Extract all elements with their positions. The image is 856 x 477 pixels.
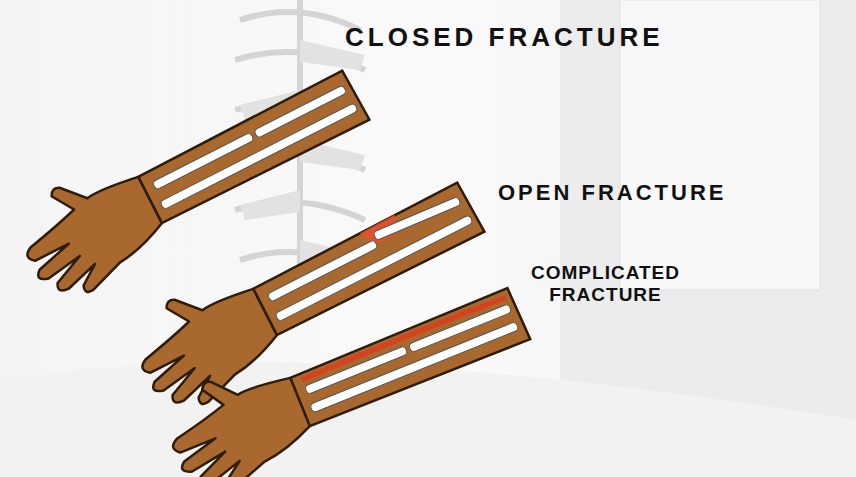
- fracture-label: COMPLICATED FRACTURE: [518, 262, 693, 306]
- fracture-label: OPEN FRACTURE: [498, 180, 726, 206]
- arm-complicated: [155, 264, 540, 477]
- arm-closed: [6, 47, 381, 309]
- fracture-label: CLOSED FRACTURE: [345, 22, 664, 53]
